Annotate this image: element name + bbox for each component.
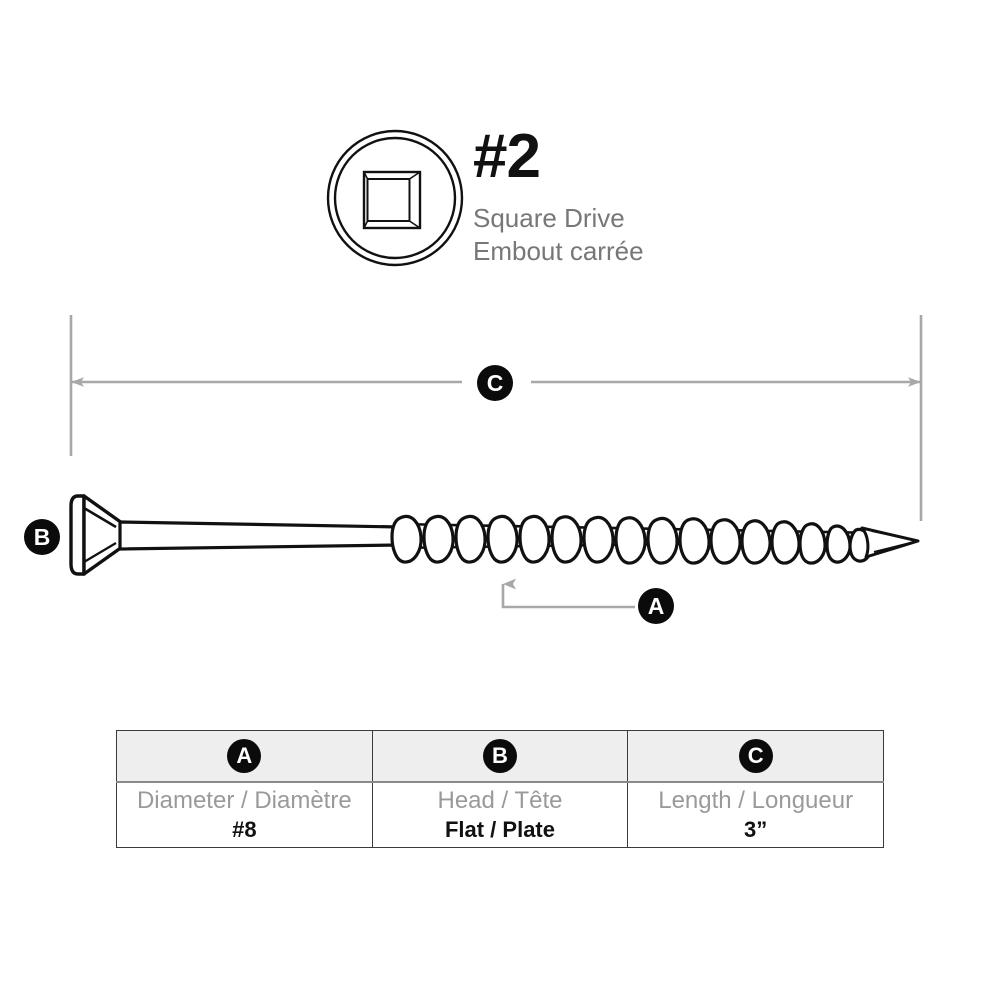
thread-turn: [646, 516, 679, 565]
diameter-label: Diameter / Diamètre: [136, 787, 352, 814]
table-cell-diameter: Diameter / Diamètre #8: [116, 781, 373, 848]
thread-turn: [390, 514, 423, 564]
thread-turn: [678, 517, 711, 565]
thread-turn: [614, 516, 647, 565]
screw-shank: [118, 520, 402, 551]
screw-head-flat: [69, 494, 124, 576]
thread-turn: [709, 518, 742, 565]
drive-label-french: Embout carrée: [473, 236, 644, 266]
dimension-c-extension-lines: [69, 315, 923, 521]
table-header-c: C: [627, 730, 884, 783]
drive-spec: #2 Square Drive Embout carrée: [325, 126, 725, 278]
table-badge-a: A: [227, 739, 262, 773]
table-header-a: A: [116, 730, 373, 783]
drive-text-group: #2 Square Drive Embout carrée: [473, 126, 733, 268]
thread-turn: [740, 519, 772, 565]
thread-turn: [518, 514, 551, 564]
table-badge-b: B: [482, 739, 517, 773]
callout-badge-b: B: [24, 519, 60, 555]
drive-size-label: #2: [473, 122, 541, 191]
diameter-value: #8: [232, 817, 257, 842]
thread-turn: [770, 520, 801, 565]
thread-turn: [422, 514, 455, 564]
thread-turn: [454, 514, 487, 564]
thread-turn: [825, 524, 852, 564]
screw-tip: [860, 526, 920, 559]
spec-table: A B C Diameter / Diamètre #8 Head / Tête…: [116, 730, 884, 848]
length-value: 3”: [744, 817, 768, 842]
drive-label-english: Square Drive: [473, 203, 625, 233]
screw-threads: [390, 514, 920, 565]
table-row: Diameter / Diamètre #8 Head / Tête Flat …: [116, 781, 884, 848]
length-label: Length / Longueur: [658, 787, 854, 814]
square-drive-icon: [326, 129, 464, 267]
table-badge-c: C: [738, 739, 773, 773]
table-header-row: A B C: [116, 730, 884, 783]
callout-badge-c: C: [477, 365, 513, 401]
head-value: Flat / Plate: [444, 817, 555, 842]
thread-turn: [550, 515, 583, 564]
screw-illustration: [69, 494, 920, 576]
dimension-a-leader-line: [501, 578, 635, 609]
thread-turn: [848, 527, 873, 563]
callout-badge-a: A: [638, 588, 674, 624]
head-label: Head / Tête: [437, 787, 563, 814]
table-cell-head: Head / Tête Flat / Plate: [371, 781, 629, 848]
thread-turn: [582, 515, 615, 564]
thread-turn: [798, 522, 827, 565]
table-cell-length: Length / Longueur 3”: [627, 781, 884, 848]
thread-turn: [486, 514, 519, 564]
table-header-b: B: [371, 730, 629, 783]
